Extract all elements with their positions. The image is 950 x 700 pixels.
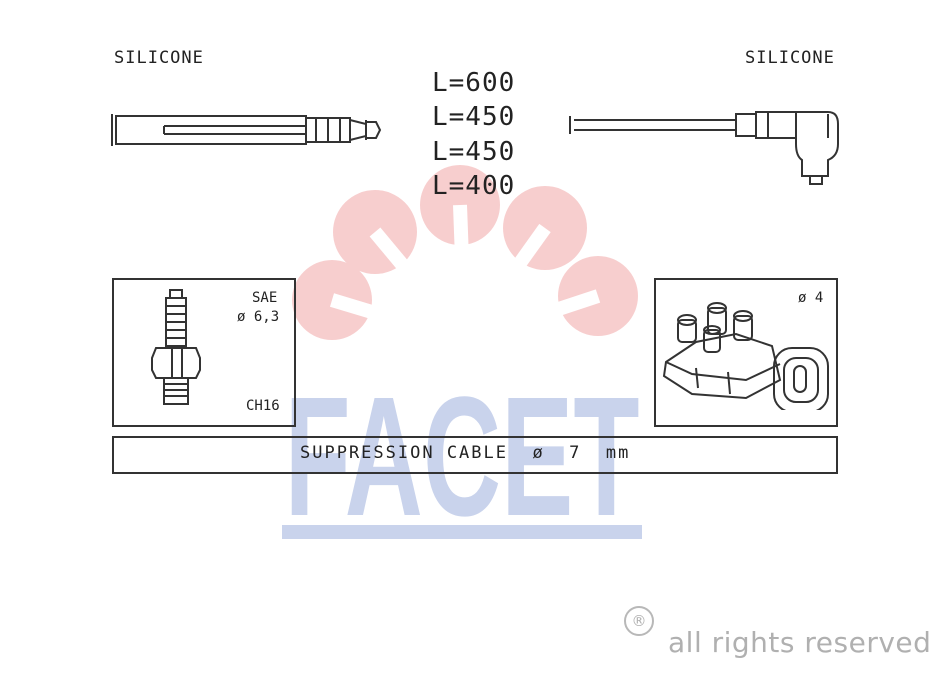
logo-underline — [282, 525, 642, 539]
suppression-cable-label: SUPPRESSION CABLE ø 7 mm — [300, 443, 631, 463]
logo-fan-petals — [292, 165, 638, 347]
left-wire-material: SILICONE — [114, 48, 204, 68]
spark-plug-standard: SAE — [252, 290, 278, 306]
logo-text: FACET — [285, 362, 640, 552]
right-wire-material: SILICONE — [745, 48, 835, 68]
ignition-coil-box — [654, 278, 838, 427]
length-4: L=400 — [432, 171, 516, 201]
spark-plug-box — [112, 278, 296, 427]
length-1: L=600 — [432, 68, 516, 98]
spark-plug-diameter: ø 6,3 — [237, 309, 280, 325]
length-3: L=450 — [432, 137, 516, 167]
straight-connector-drawing — [111, 114, 382, 146]
spark-plug-icon — [151, 289, 201, 405]
length-2: L=450 — [432, 102, 516, 132]
coil-diameter: ø 4 — [798, 290, 824, 306]
angled-connector-drawing — [569, 111, 839, 185]
registered-mark: ® — [624, 606, 654, 636]
spark-plug-code: CH16 — [246, 398, 280, 414]
rights-notice: all rights reserved — [668, 626, 932, 659]
ignition-coil-icon — [662, 302, 829, 410]
suppression-cable-bar — [112, 436, 838, 474]
